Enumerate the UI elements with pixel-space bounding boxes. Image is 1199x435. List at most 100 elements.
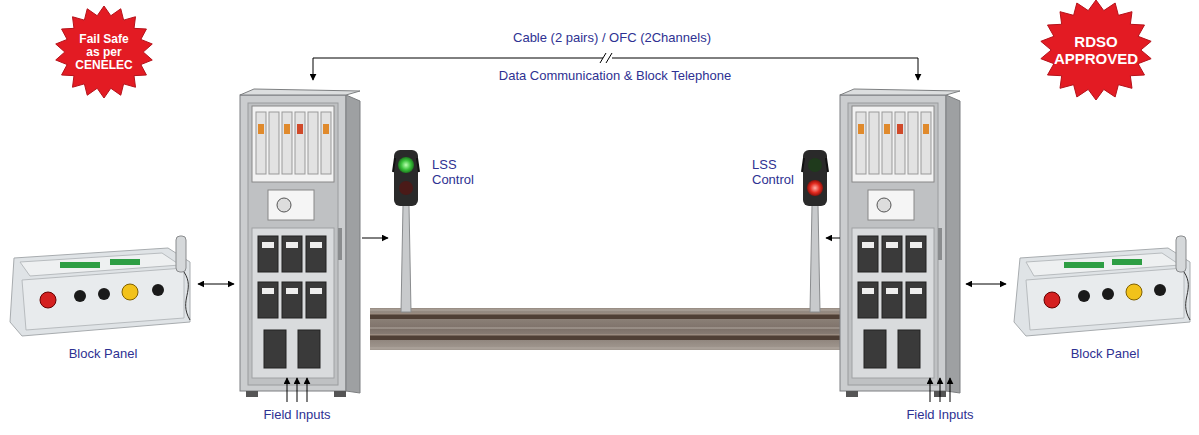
block-panel-device-part	[98, 288, 110, 300]
railway-track-part	[370, 334, 852, 336]
badge-starburst: RDSO APPROVED	[1040, 0, 1152, 100]
block-instrument-cabinet-part	[256, 112, 266, 174]
cable-link-part	[918, 58, 919, 80]
block-instrument-cabinet-part	[323, 124, 329, 134]
control-arrow-part	[362, 238, 388, 239]
block-panel-device-part	[152, 284, 164, 296]
device-box: Block Panel	[8, 232, 198, 362]
field-input-arrow-part	[940, 378, 941, 402]
block-instrument-cabinet-part	[284, 124, 290, 134]
railway-track-part	[370, 308, 852, 350]
block-panel-device-part	[110, 259, 140, 265]
block-panel-device-part	[184, 272, 190, 320]
block-panel-device-part	[74, 290, 86, 302]
block-panel-device-part	[22, 268, 184, 330]
block-panel-device-part	[176, 236, 186, 272]
lss-signal-part	[394, 150, 418, 206]
railway-track-part	[370, 313, 852, 315]
block-panel-device-part	[1044, 292, 1060, 308]
block-panel-device-part	[1184, 272, 1190, 320]
block-panel-device-part	[1154, 284, 1166, 296]
starburst-shape	[1041, 0, 1151, 100]
device-label: Block Panel	[1071, 346, 1140, 362]
block-panel-device-part	[1026, 268, 1184, 330]
railway-track	[370, 308, 852, 350]
block-instrument-cabinet-part	[306, 236, 326, 272]
block-instrument-cabinet-part	[262, 242, 274, 248]
block-instrument-cabinet-part	[310, 242, 322, 248]
link-label: Cable (2 pairs) / OFC (2Channels)	[462, 30, 762, 45]
device-label: Block Panel	[69, 346, 138, 362]
block-panel-device-part	[1014, 248, 1190, 336]
block-panel-device	[10, 236, 190, 336]
block-panel-device-part	[1112, 259, 1142, 265]
block-instrument-cabinet-part	[240, 95, 346, 391]
block-instrument-cabinet-part	[252, 106, 334, 182]
field-input-arrow-part	[307, 378, 308, 402]
control-arrow-part	[826, 238, 840, 239]
block-instrument-cabinet-part	[269, 112, 279, 174]
block-instrument-cabinet-part	[321, 112, 331, 174]
lss-signal-part	[398, 157, 414, 173]
lss-signal-part	[802, 158, 828, 172]
block-panel-device-part	[1126, 284, 1142, 300]
block-instrument-cabinet-part	[246, 391, 258, 397]
field-input-arrow-part	[950, 378, 951, 402]
block-instrument-cabinet-part	[282, 282, 302, 318]
block-instrument-cabinet-part	[258, 282, 278, 318]
block-instrument-cabinet-part	[264, 330, 286, 368]
lss-signal-part	[399, 181, 413, 195]
block-instrument-cabinet-part	[282, 112, 292, 174]
block-panel-device-part	[1102, 288, 1114, 300]
badge-text: RDSO APPROVED	[1050, 33, 1142, 67]
input-label: Field Inputs	[247, 407, 347, 422]
block-instrument-cabinet-part	[262, 288, 274, 294]
control-arrow	[362, 238, 840, 239]
panel-link-arrow-part	[198, 284, 234, 285]
block-instrument-cabinet-part	[277, 198, 291, 212]
block-instrument-cabinet-part	[310, 288, 322, 294]
block-instrument-cabinet-part	[295, 112, 305, 174]
lss-signal	[393, 150, 419, 312]
input-label: Field Inputs	[890, 407, 990, 422]
block-instrument-cabinet	[840, 89, 960, 397]
cable-link-part	[313, 58, 314, 80]
block-instrument-cabinet-part	[286, 288, 298, 294]
block-instrument-cabinet-part	[338, 228, 342, 260]
lss-signal-part	[807, 180, 823, 196]
railway-track-part	[370, 310, 852, 348]
block-instrument-cabinet-part	[306, 282, 326, 318]
block-instrument-cabinet-part	[282, 236, 302, 272]
cable-link-part	[313, 58, 918, 59]
field-input-arrow-part	[287, 378, 288, 402]
block-instrument-cabinet-part	[240, 89, 360, 95]
block-panel-device-part	[1064, 262, 1104, 268]
block-instrument-cabinet-part	[252, 228, 334, 378]
block-panel-device-part	[60, 262, 100, 268]
field-input-arrow	[287, 378, 950, 402]
signal-label: LSS Control	[432, 157, 486, 187]
block-instrument-cabinet-part	[268, 190, 314, 220]
block-instrument-cabinet-part	[346, 95, 360, 393]
field-input-arrow-part	[297, 378, 298, 402]
block-instrument-cabinet-part	[286, 242, 298, 248]
cable-link-part	[600, 53, 612, 63]
block-instrument-cabinet-part	[334, 391, 346, 397]
block-panel-device-part	[1176, 236, 1186, 272]
block-panel-device-part	[10, 248, 190, 336]
block-instrument-cabinet-part	[308, 112, 318, 174]
block-instrument-cabinet-part	[258, 236, 278, 272]
badge-text: Fail Safe as per CENELEC	[73, 33, 135, 72]
block-panel-device-part	[122, 284, 138, 300]
panel-link-arrow-part	[966, 284, 1006, 285]
link-label: Data Communication & Block Telephone	[460, 68, 770, 83]
starburst-shape	[56, 6, 153, 98]
block-instrument-cabinet	[240, 89, 360, 397]
railway-track-part	[370, 335, 852, 340]
badge-starburst: Fail Safe as per CENELEC	[55, 6, 153, 98]
signal-label: LSS Control	[752, 157, 806, 187]
field-input-arrow-part	[930, 378, 931, 402]
